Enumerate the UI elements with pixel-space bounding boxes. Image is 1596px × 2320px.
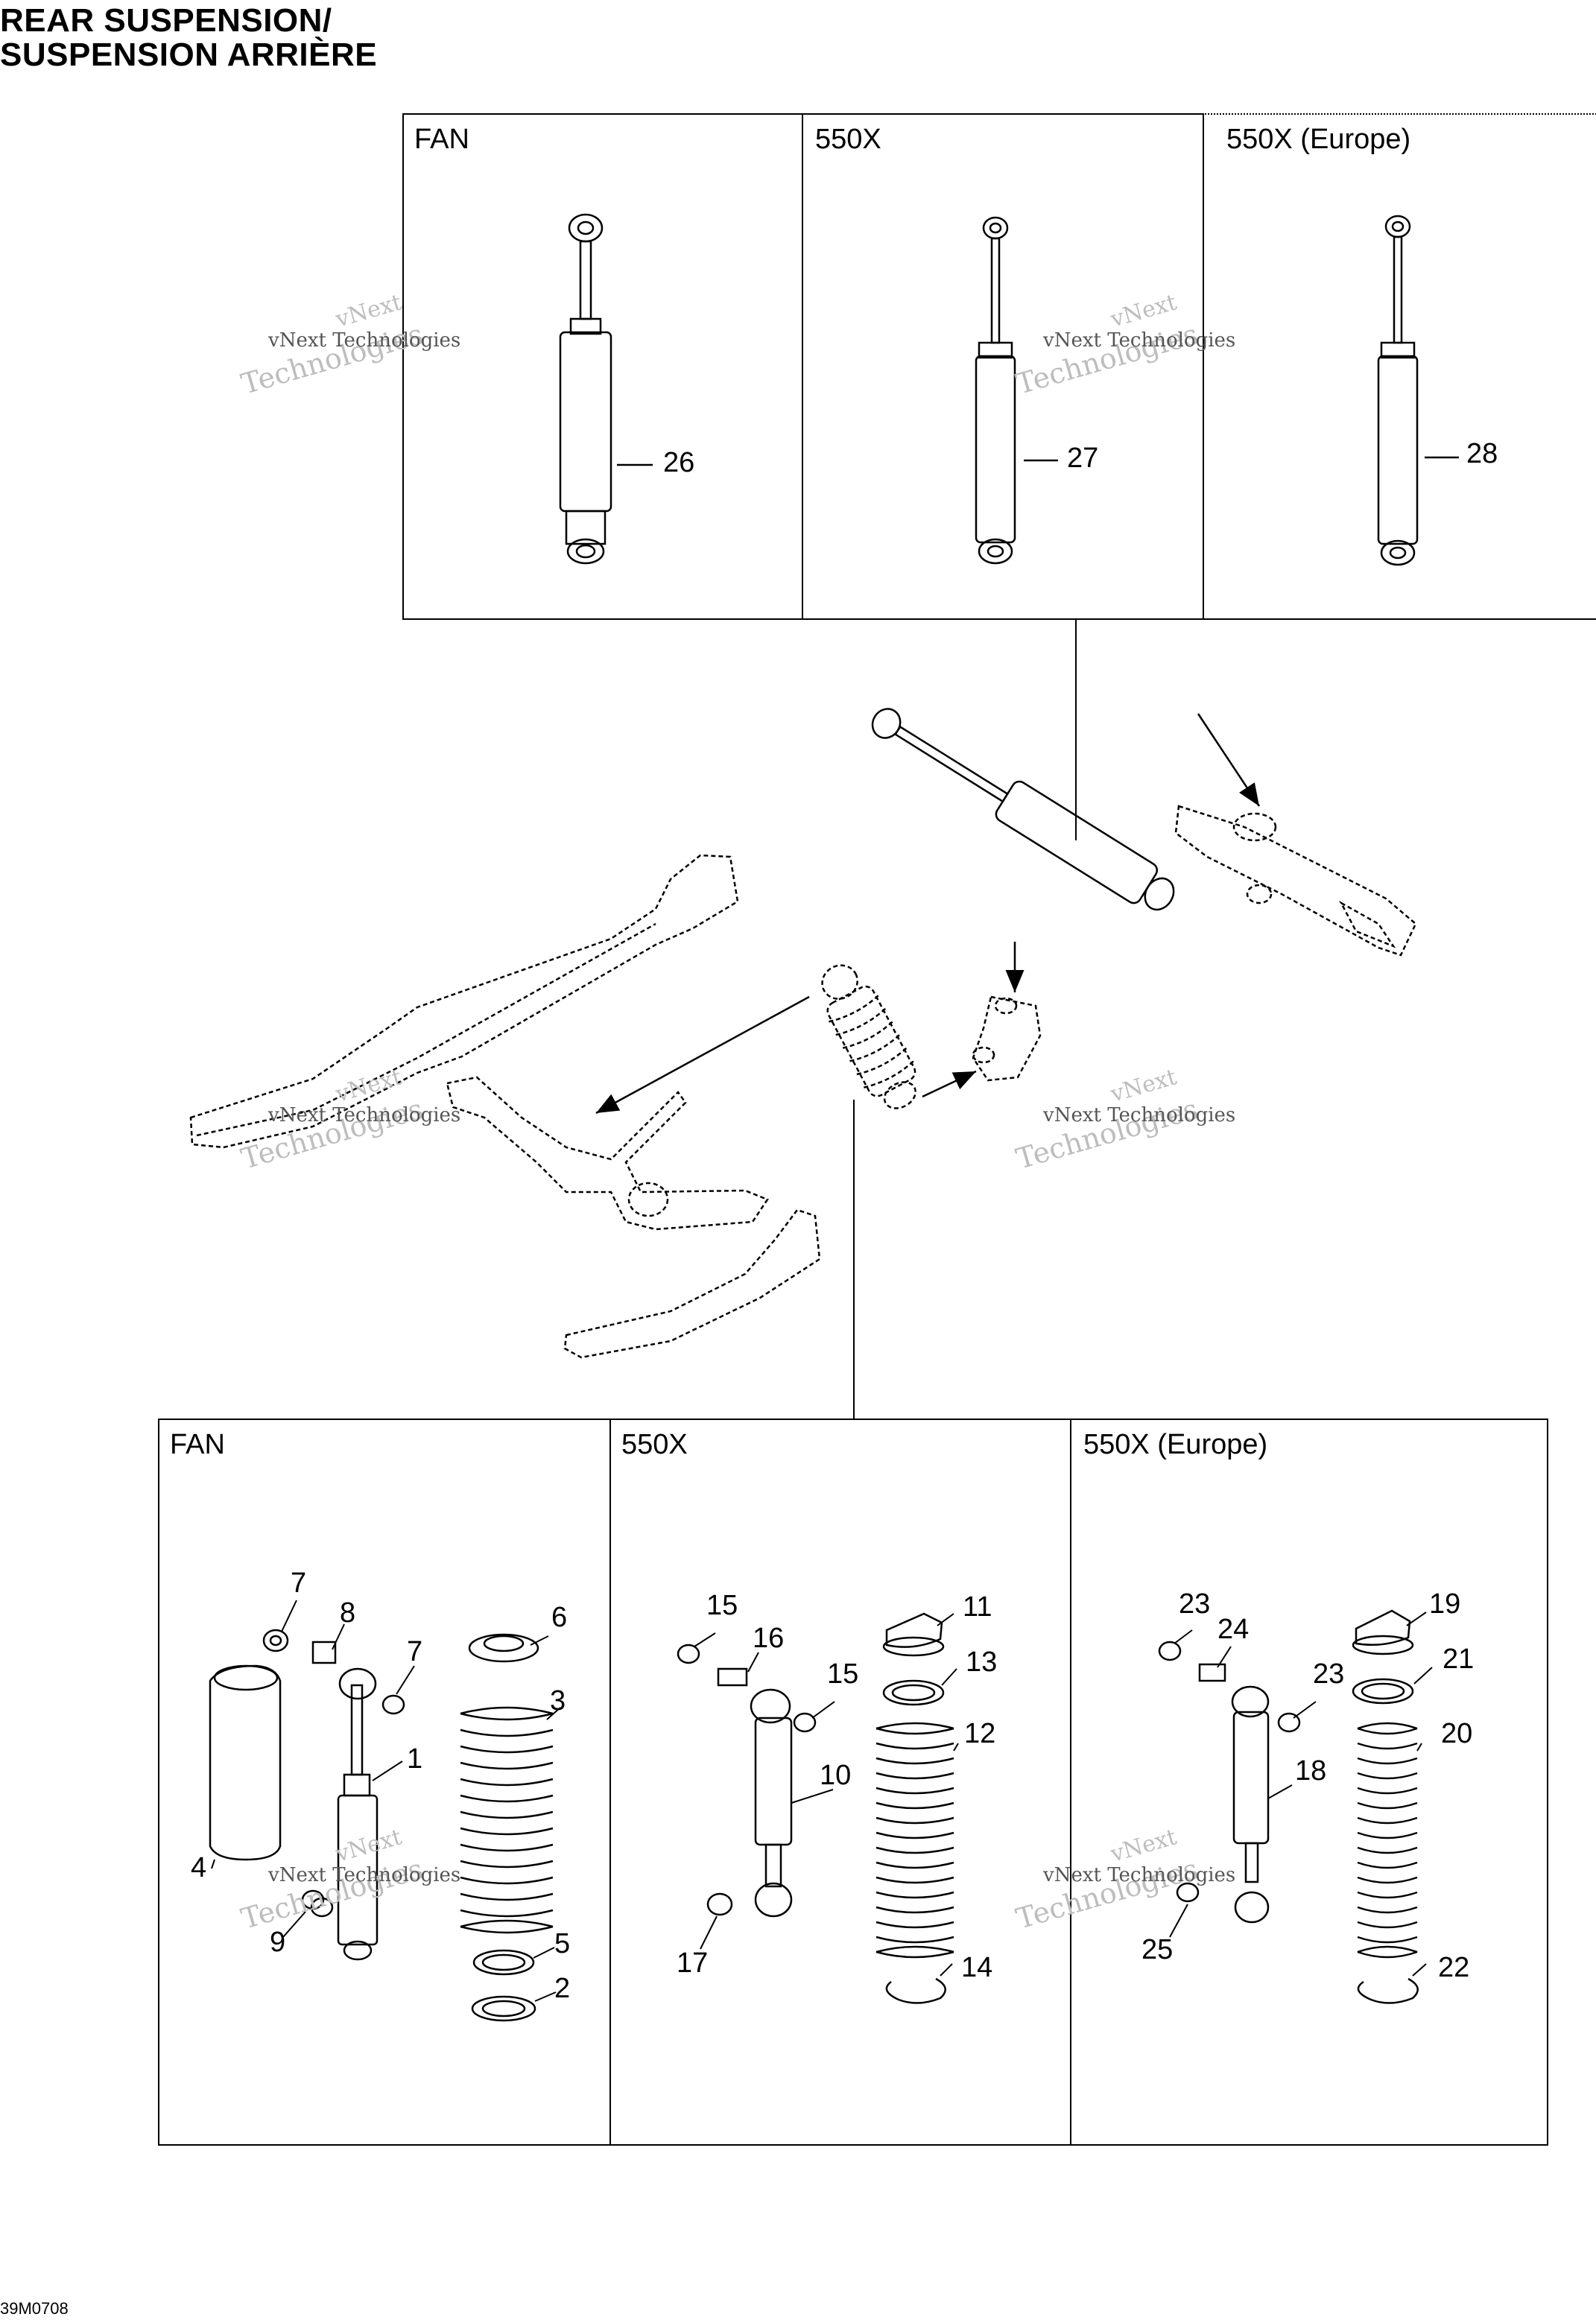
callout-25: 25 xyxy=(1141,1934,1174,1965)
callout-16: 16 xyxy=(753,1623,785,1654)
callout-13: 13 xyxy=(966,1646,998,1678)
coil-spring-3 xyxy=(460,1706,554,1934)
callout-5: 5 xyxy=(554,1928,571,1959)
shock-hardware-550x-europe xyxy=(1158,1641,1301,1903)
spring-retainer-19 xyxy=(1352,1609,1414,1655)
washer-13 xyxy=(882,1679,945,1706)
callout-15-right: 15 xyxy=(827,1658,859,1690)
callout-28: 28 xyxy=(1466,438,1498,469)
callout-10: 10 xyxy=(820,1760,852,1791)
bottom-panel-550x-europe xyxy=(1070,1419,1548,2146)
callout-23-right: 23 xyxy=(1313,1658,1345,1690)
shock-mount-upper xyxy=(262,1629,405,1715)
figure-code: 39M0708 xyxy=(0,2299,69,2318)
top-panel-fan xyxy=(402,113,803,620)
bottom-panel-label-fan: FAN xyxy=(170,1429,225,1460)
callout-3: 3 xyxy=(550,1685,566,1717)
top-panel-label-550x: 550X xyxy=(815,124,881,155)
coil-spring-12 xyxy=(875,1722,954,1959)
spring-clip-14 xyxy=(885,1977,946,2004)
callout-18: 18 xyxy=(1295,1755,1327,1787)
callout-14: 14 xyxy=(961,1952,993,1983)
callout-26: 26 xyxy=(663,447,695,478)
washer-21 xyxy=(1352,1678,1414,1705)
spring-clip-22 xyxy=(1357,1977,1419,2004)
washer-5-and-2 xyxy=(471,1949,536,2022)
callout-17: 17 xyxy=(677,1947,709,1979)
callout-12: 12 xyxy=(964,1718,996,1749)
callout-1: 1 xyxy=(407,1743,423,1775)
link-bracket-center xyxy=(972,995,1042,1082)
callout-15-upper: 15 xyxy=(706,1590,738,1621)
title-line-2: SUSPENSION ARRIÈRE xyxy=(0,37,378,73)
protective-boot-4 xyxy=(209,1664,282,1861)
callout-20: 20 xyxy=(1441,1718,1473,1749)
rear-shock-center xyxy=(871,708,1175,911)
suspension-arm-front xyxy=(446,1076,769,1231)
callout-23-upper: 23 xyxy=(1179,1588,1211,1620)
shock-absorber-27 xyxy=(975,216,1016,565)
shock-hardware-550x xyxy=(677,1644,817,1916)
top-panel-label-fan: FAN xyxy=(414,124,469,155)
callout-8: 8 xyxy=(340,1597,356,1629)
callout-22: 22 xyxy=(1438,1952,1470,1983)
shock-absorber-28 xyxy=(1377,215,1419,566)
callout-4: 4 xyxy=(191,1852,207,1883)
spring-retainer-11 xyxy=(882,1612,945,1657)
callout-7-right: 7 xyxy=(407,1636,423,1667)
slide-rail-right xyxy=(563,1208,821,1359)
coil-spring-20 xyxy=(1357,1722,1418,1959)
callout-2: 2 xyxy=(554,1973,571,2004)
top-panel-550x xyxy=(802,113,1204,620)
spring-seat-6 xyxy=(468,1633,539,1663)
callout-24: 24 xyxy=(1217,1614,1250,1645)
callout-19: 19 xyxy=(1429,1588,1461,1620)
bushing-9 xyxy=(301,1889,334,1918)
shock-absorber-10 xyxy=(750,1688,793,1918)
top-panel-label-550x-europe: 550X (Europe) xyxy=(1226,124,1411,155)
callout-27: 27 xyxy=(1067,443,1099,474)
bottom-panel-label-550x-europe: 550X (Europe) xyxy=(1083,1429,1268,1460)
title-line-1: REAR SUSPENSION/ xyxy=(0,2,332,39)
shock-absorber-1 xyxy=(337,1684,379,1961)
shock-absorber-26 xyxy=(559,213,612,565)
suspension-arm-right xyxy=(1174,805,1417,957)
callout-11: 11 xyxy=(963,1591,992,1623)
callout-21: 21 xyxy=(1443,1644,1475,1675)
top-panel-550x-europe xyxy=(1203,113,1596,620)
shock-absorber-18 xyxy=(1231,1685,1270,1924)
bottom-panel-label-550x: 550X xyxy=(621,1429,688,1460)
callout-7-left: 7 xyxy=(291,1568,307,1599)
coil-over-shock-center xyxy=(821,964,916,1109)
slide-rail-left xyxy=(189,854,739,1149)
callout-6: 6 xyxy=(551,1602,568,1633)
callout-9: 9 xyxy=(270,1927,286,1958)
